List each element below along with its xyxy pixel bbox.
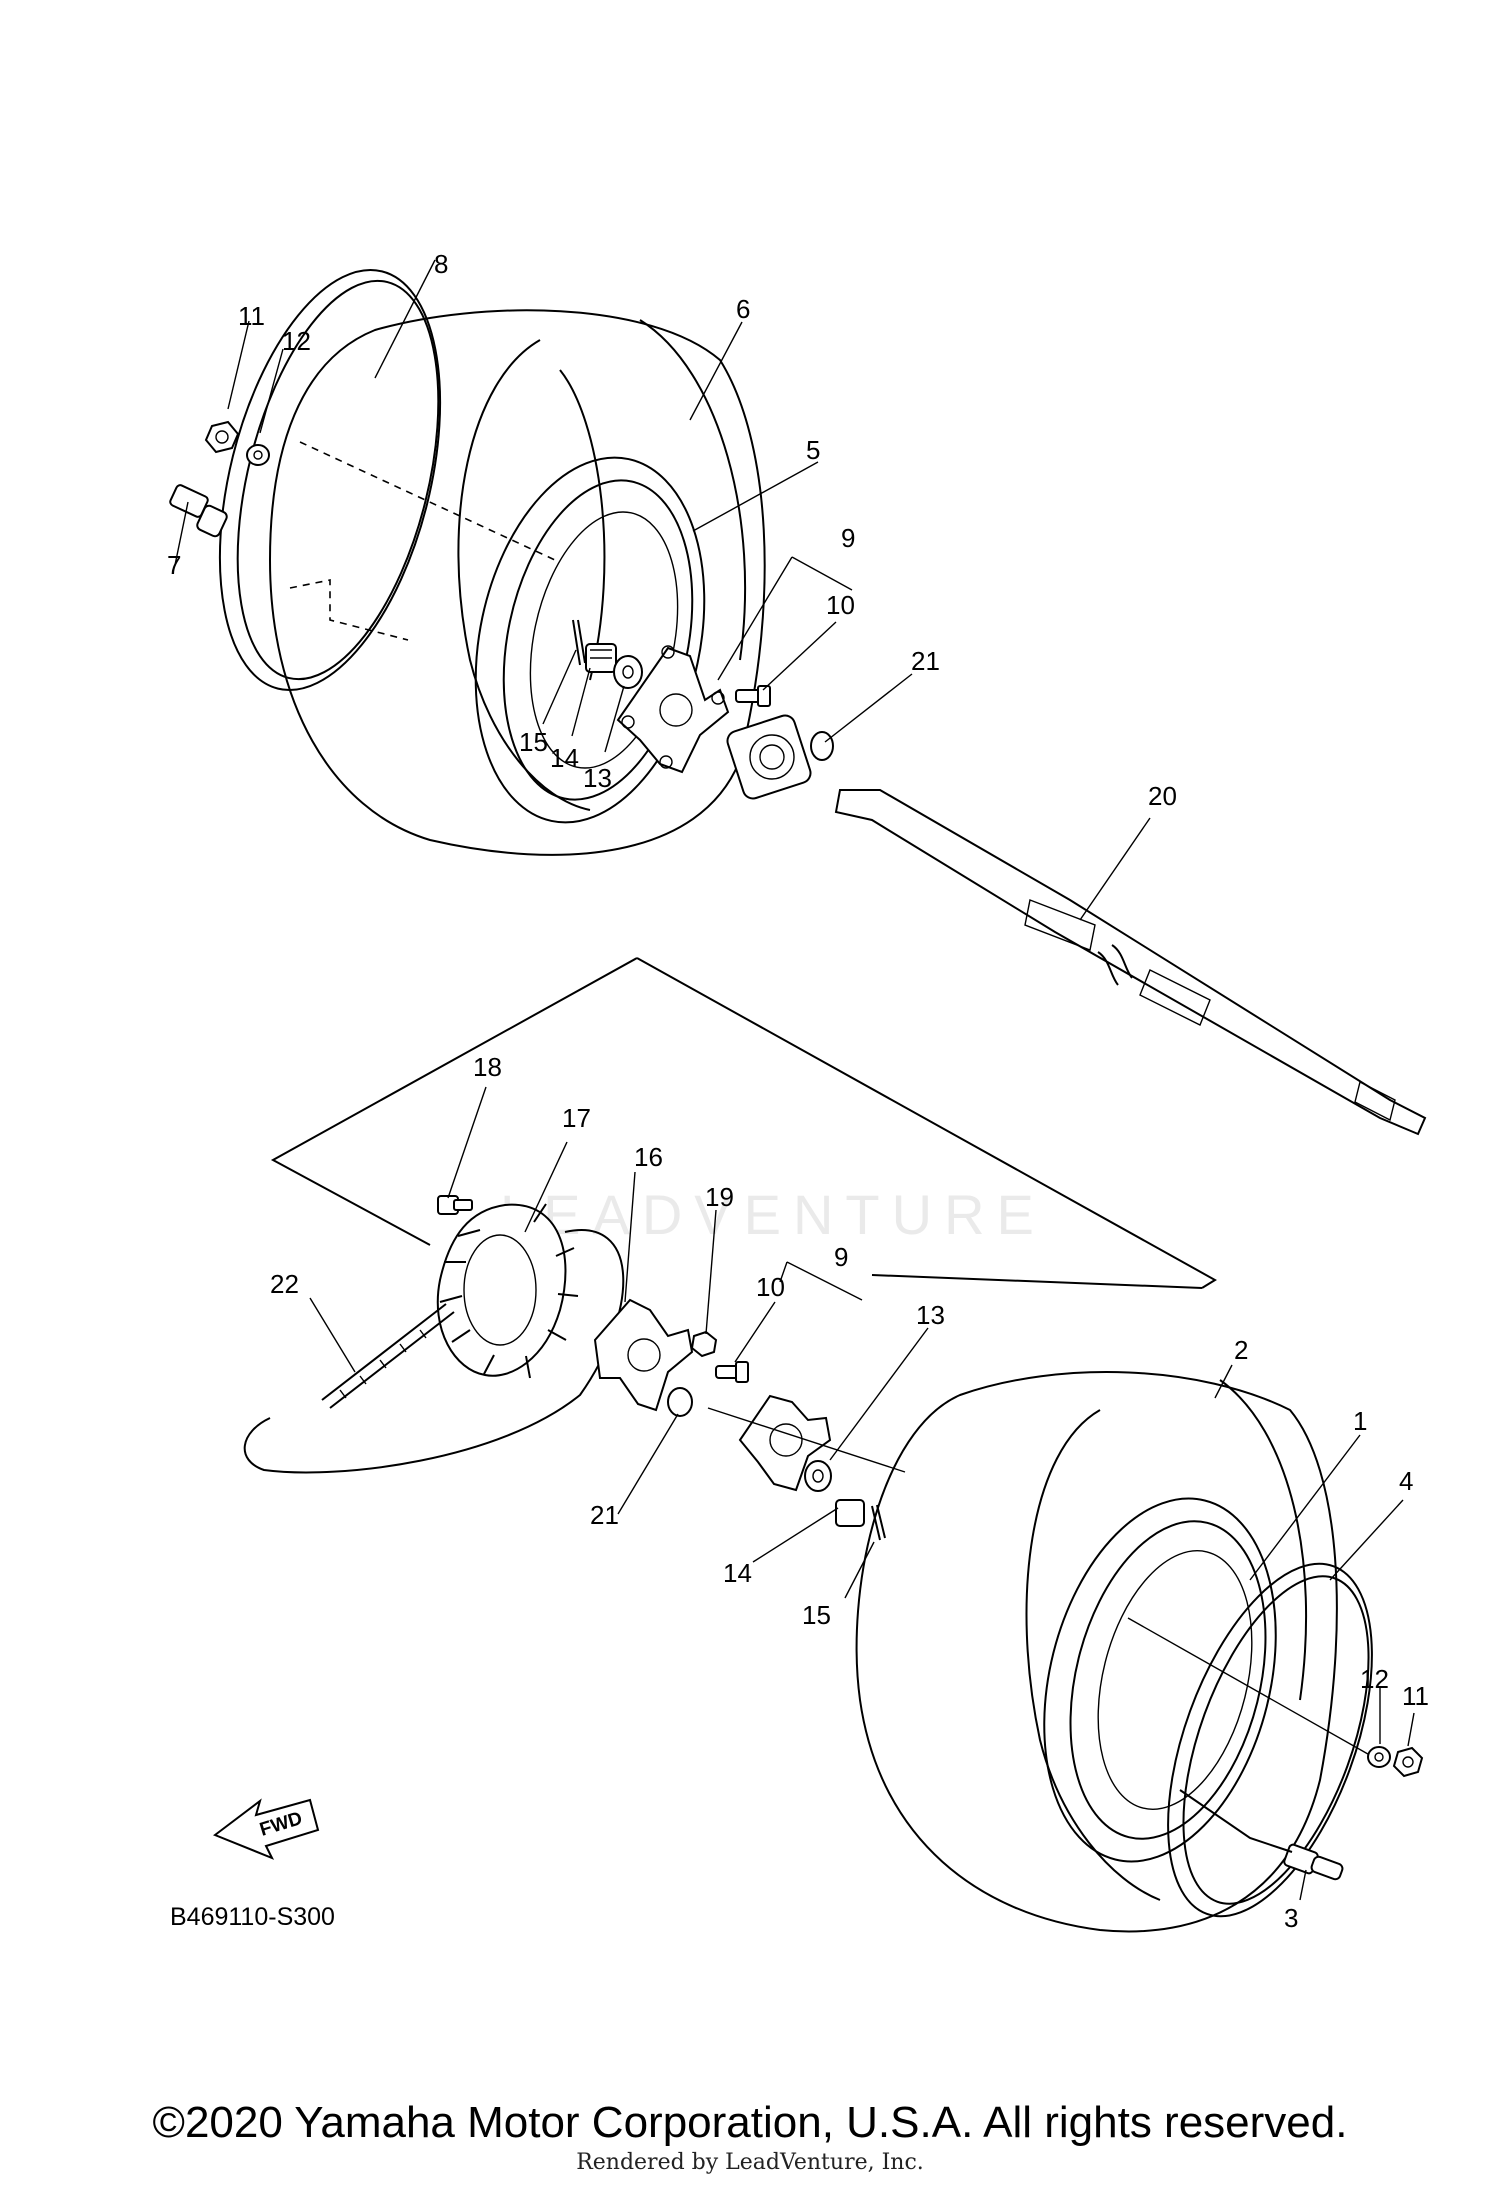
callout-11: 11 bbox=[238, 301, 265, 331]
callout-21-lower: 21 bbox=[590, 1500, 619, 1530]
upper-o-ring bbox=[810, 731, 834, 761]
lower-sprocket-hub bbox=[593, 1298, 694, 1412]
callout-7: 7 bbox=[167, 550, 181, 580]
upper-valve bbox=[169, 484, 228, 538]
lower-o-ring bbox=[667, 1387, 693, 1417]
callout-1: 1 bbox=[1353, 1406, 1367, 1436]
lower-nut-11 bbox=[1392, 1746, 1424, 1778]
callout-16: 16 bbox=[634, 1142, 663, 1172]
upper-washer bbox=[246, 444, 270, 466]
rear-axle bbox=[834, 789, 1427, 1136]
lower-hub bbox=[738, 1394, 832, 1492]
callout-21: 21 bbox=[911, 646, 940, 676]
lower-wheel-rim bbox=[1043, 1497, 1277, 1863]
diagram-code: B469110-S300 bbox=[170, 1903, 335, 1931]
callout-9: 9 bbox=[841, 523, 855, 553]
upper-hub-washer bbox=[613, 655, 643, 689]
callout-13-lower: 13 bbox=[916, 1300, 945, 1330]
upper-hub bbox=[616, 645, 730, 774]
lower-axis-line bbox=[707, 1407, 906, 1473]
callout-15-lower: 15 bbox=[802, 1600, 831, 1630]
lower-valve bbox=[1283, 1843, 1344, 1881]
rendered-by-notice: Rendered by LeadVenture, Inc. bbox=[576, 2150, 924, 2175]
callout-10-lower: 10 bbox=[756, 1272, 785, 1302]
callout-20: 20 bbox=[1148, 781, 1177, 811]
copyright-notice: ©2020 Yamaha Motor Corporation, U.S.A. A… bbox=[152, 2098, 1348, 2147]
upper-axle-hub bbox=[726, 714, 812, 800]
callout-14-lower: 14 bbox=[723, 1558, 752, 1588]
callout-22: 22 bbox=[270, 1269, 299, 1299]
sprocket-bolt bbox=[437, 1195, 473, 1215]
upper-nut bbox=[204, 420, 240, 454]
leader-lines bbox=[174, 259, 1415, 1901]
callout-9-lower: 9 bbox=[834, 1242, 848, 1272]
lower-cotter-pin bbox=[871, 1504, 886, 1541]
upper-bolt bbox=[735, 685, 771, 707]
callout-10: 10 bbox=[826, 590, 855, 620]
upper-castle-nut bbox=[585, 643, 617, 673]
watermark: LEADVENTURE bbox=[500, 1183, 1046, 1246]
lower-valve-line bbox=[1179, 1789, 1293, 1853]
callout-18: 18 bbox=[473, 1052, 502, 1082]
upper-cotter-pin bbox=[572, 619, 586, 666]
sprocket bbox=[436, 1203, 579, 1379]
callout-12-lower: 12 bbox=[1360, 1664, 1389, 1694]
callout-8: 8 bbox=[434, 249, 448, 279]
callout-12: 12 bbox=[282, 326, 311, 356]
drive-chain bbox=[243, 1229, 625, 1474]
callout-19: 19 bbox=[705, 1182, 734, 1212]
callout-11-lower: 11 bbox=[1402, 1681, 1429, 1711]
lower-washer-12 bbox=[1367, 1746, 1391, 1768]
lower-bolt bbox=[715, 1361, 749, 1383]
callouts: 8 11 12 6 5 7 9 10 21 15 14 13 20 18 17 … bbox=[167, 249, 1429, 1933]
callout-14: 14 bbox=[550, 743, 579, 773]
lower-washer bbox=[804, 1460, 832, 1492]
assembly-diamond-outline bbox=[270, 957, 1217, 1289]
lower-bead-ring bbox=[1167, 1562, 1373, 1918]
callout-5: 5 bbox=[806, 435, 820, 465]
fwd-arrow-icon: FWD bbox=[212, 1798, 320, 1860]
upper-tire bbox=[268, 309, 766, 856]
callout-2: 2 bbox=[1234, 1335, 1248, 1365]
lower-castle-nut bbox=[835, 1499, 865, 1527]
callout-17: 17 bbox=[562, 1103, 591, 1133]
callout-15: 15 bbox=[519, 727, 548, 757]
callout-6: 6 bbox=[736, 294, 750, 324]
upper-dash-line bbox=[289, 441, 556, 641]
callout-3: 3 bbox=[1284, 1903, 1298, 1933]
lower-tire bbox=[855, 1371, 1338, 1933]
lower-wheel-axis-line bbox=[1127, 1617, 1383, 1763]
callout-13: 13 bbox=[583, 763, 612, 793]
lower-nut-19 bbox=[690, 1330, 718, 1358]
callout-4: 4 bbox=[1399, 1466, 1413, 1496]
